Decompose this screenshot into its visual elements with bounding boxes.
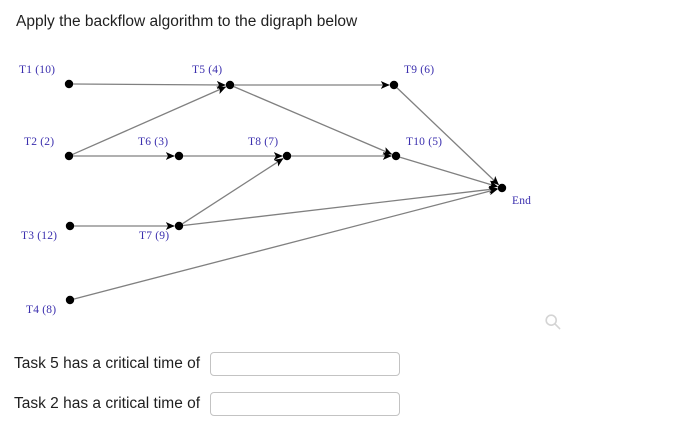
- node-label-t4: T4 (8): [26, 304, 57, 316]
- question-label-task2: Task 2 has a critical time of: [14, 395, 201, 412]
- node-label-t6: T6 (3): [138, 136, 169, 148]
- digraph-figure: T1 (10) T2 (2) T3 (12) T4 (8) T5 (4) T6 (3) T7…: [0, 48, 700, 340]
- node-layer: [64, 79, 507, 305]
- edge-t9-to-end: [396, 87, 500, 186]
- node-label-t5: T5 (4): [192, 64, 223, 76]
- node-t9: [389, 80, 399, 90]
- answer-form: Task 5 has a critical time of Task 2 has…: [0, 344, 700, 424]
- node-t10: [391, 151, 401, 161]
- node-label-t3: T3 (12): [21, 230, 58, 242]
- edge-t2-to-t5: [72, 86, 227, 155]
- search-icon[interactable]: [543, 312, 563, 332]
- question-label-task5: Task 5 has a critical time of: [14, 355, 201, 372]
- node-t6: [174, 151, 184, 161]
- node-t3: [65, 221, 75, 231]
- edge-t10-to-end: [399, 156, 498, 189]
- node-label-t1: T1 (10): [19, 64, 56, 76]
- node-t4: [65, 295, 75, 305]
- node-label-t2: T2 (2): [24, 136, 55, 148]
- edge-t7-to-end: [183, 185, 498, 227]
- node-label-t7: T7 (9): [139, 230, 170, 242]
- search-icon-glyph: [545, 314, 561, 330]
- node-end: [497, 183, 507, 193]
- question-row: Task 2 has a critical time of: [0, 384, 700, 424]
- edge-t5-to-t10: [233, 86, 393, 155]
- critical-time-input-task5[interactable]: [210, 352, 401, 376]
- node-t1: [64, 79, 74, 89]
- node-t5: [225, 80, 235, 90]
- page-title: Apply the backflow algorithm to the digr…: [16, 13, 358, 30]
- node-label-t9: T9 (6): [404, 64, 435, 76]
- node-t2: [64, 151, 74, 161]
- question-row: Task 5 has a critical time of: [0, 344, 700, 384]
- node-t7: [174, 221, 184, 231]
- node-label-end: End: [512, 195, 532, 207]
- edge-t7-to-t8: [182, 158, 284, 225]
- critical-time-input-task2[interactable]: [210, 392, 401, 416]
- node-label-t10: T10 (5): [406, 136, 443, 148]
- node-t8: [282, 151, 292, 161]
- edge-t1-to-t5: [73, 80, 226, 89]
- digraph-canvas: [64, 79, 507, 305]
- edge-layer: [72, 80, 500, 300]
- edge-t4-to-end: [73, 187, 498, 300]
- node-label-t8: T8 (7): [248, 136, 279, 148]
